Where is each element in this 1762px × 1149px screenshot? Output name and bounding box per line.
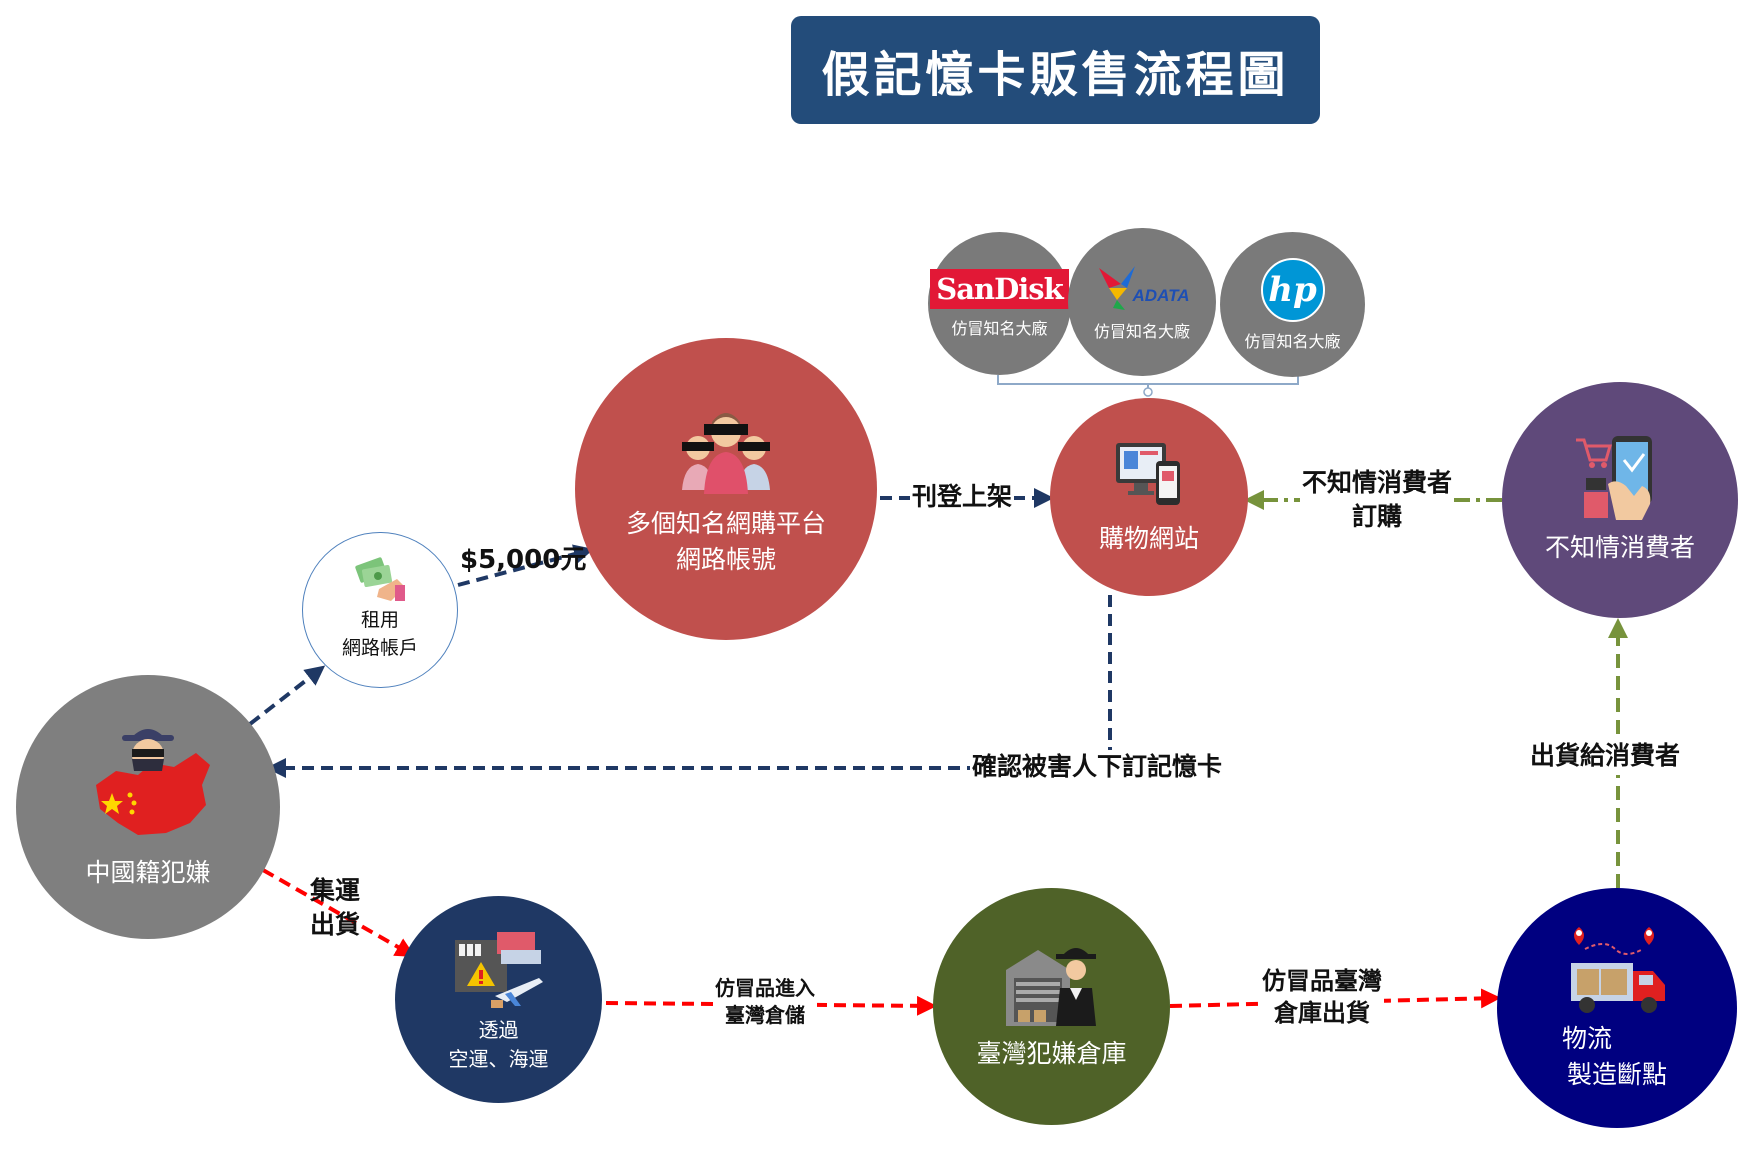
node-shopping-site: 購物網站: [1050, 398, 1248, 596]
edge-suspect-to-rent: [248, 665, 326, 726]
node-air-sea-transport: 透過 空運、海運: [395, 896, 602, 1103]
delivery-truck-icon: [1571, 926, 1665, 1013]
node-label-line-1: 透過: [478, 1017, 519, 1042]
brand-hp: hp 仿冒知名大廠: [1220, 232, 1365, 377]
node-label: 購物網站: [1098, 523, 1199, 553]
node-platform-accounts: 多個知名網購平台 網路帳號: [575, 338, 877, 640]
adata-logo: ADATA: [1095, 262, 1190, 312]
edge-label-out-warehouse-line-2: 倉庫出貨: [1274, 999, 1370, 1028]
edge-label-deliver: 出貨給消費者: [1528, 737, 1683, 775]
node-rent-account: 租用 網路帳戶: [302, 532, 458, 688]
node-label-line-2: 空運、海運: [448, 1046, 549, 1071]
node-label: 中國籍犯嫌: [85, 857, 211, 887]
brand-caption: 仿冒知名大廠: [1244, 331, 1341, 351]
node-label-line-2: 網路帳戶: [341, 637, 418, 659]
brand-sandisk: SanDisk 仿冒知名大廠: [928, 232, 1071, 375]
node-label-line-1: 多個知名網購平台: [625, 508, 826, 538]
edge-label-into-warehouse: 仿冒品進入 臺灣倉儲: [713, 975, 817, 1029]
edge-label-into-warehouse-line-2: 臺灣倉儲: [725, 1003, 805, 1027]
node-unaware-consumer: 不知情消費者: [1502, 382, 1738, 618]
brand-caption: 仿冒知名大廠: [951, 318, 1048, 338]
node-label-line-2: 網路帳號: [675, 545, 776, 574]
edge-rent-to-accounts: [457, 544, 594, 587]
edge-label-confirm: 確認被害人下訂記憶卡: [970, 750, 1225, 784]
node-label-line-2: 製造斷點: [1566, 1060, 1667, 1089]
node-taiwan-warehouse: 臺灣犯嫌倉庫: [933, 888, 1170, 1125]
brand-bracket-handle: [1143, 387, 1153, 397]
adata-logo-text: ADATA: [1132, 286, 1190, 305]
edge-label-ship-line-2: 出貨: [310, 909, 361, 939]
edge-label-order: 不知情消費者 訂購: [1300, 466, 1455, 534]
devices-icon: [1116, 442, 1180, 505]
edge-label-order-line-1: 不知情消費者: [1302, 468, 1453, 497]
node-label-line-1: 物流: [1561, 1023, 1612, 1053]
brand-caption: 仿冒知名大廠: [1093, 322, 1190, 341]
phone-shopping-icon: [1576, 435, 1652, 520]
edge-label-into-warehouse-line-1: 仿冒品進入: [715, 976, 815, 1000]
adata-bird-icon: [1098, 266, 1135, 310]
node-logistics-break: 物流 製造斷點: [1497, 888, 1737, 1128]
node-label: 臺灣犯嫌倉庫: [976, 1039, 1127, 1069]
edge-label-ship: 集運 出貨: [310, 874, 360, 942]
edge-suspect-to-transport: [262, 868, 416, 957]
warehouse-spy-icon: [1005, 948, 1096, 1027]
edge-label-out-warehouse-line-1: 仿冒品臺灣: [1262, 967, 1382, 995]
sandisk-logo: SanDisk: [930, 268, 1069, 309]
page-title: 假記憶卡販售流程圖: [791, 16, 1320, 124]
node-label-line-1: 租用: [360, 609, 399, 632]
edge-label-out-warehouse: 仿冒品臺灣 倉庫出貨: [1260, 965, 1384, 1030]
brand-adata: ADATA 仿冒知名大廠: [1068, 228, 1216, 376]
hp-logo-text: hp: [1268, 269, 1317, 310]
edge-label-list: 刊登上架: [910, 480, 1015, 514]
node-chinese-suspect: 中國籍犯嫌: [16, 675, 280, 939]
sandisk-logo-text: SanDisk: [936, 271, 1063, 306]
censored-people-icon: [682, 412, 770, 494]
hp-logo: hp: [1260, 257, 1325, 322]
money-hand-icon: [355, 557, 405, 602]
node-label: 不知情消費者: [1544, 532, 1695, 562]
edge-label-order-line-2: 訂購: [1352, 501, 1403, 531]
cargo-plane-icon: [454, 931, 543, 1008]
masked-criminal-china-map-icon: [96, 728, 210, 835]
edge-label-price: $5,000元: [460, 545, 587, 575]
edge-label-ship-line-1: 集運: [310, 876, 361, 905]
